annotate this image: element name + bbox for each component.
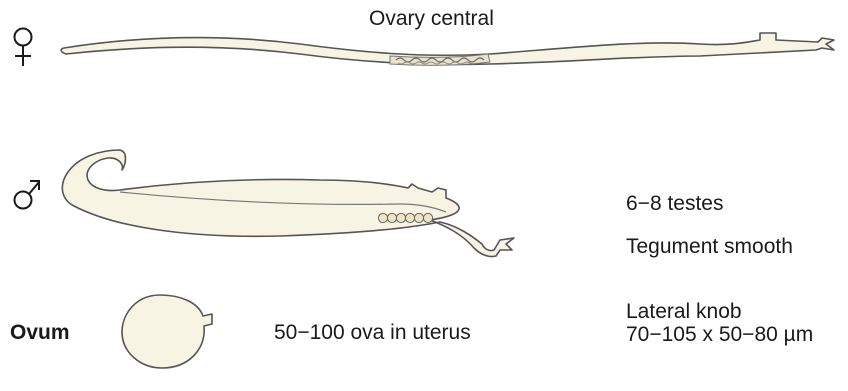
ovum-egg	[122, 295, 212, 368]
female-worm	[61, 33, 834, 65]
tegument-label: Tegument smooth	[626, 236, 793, 257]
ovary-label: Ovary central	[369, 8, 494, 29]
testes-label: 6−8 testes	[626, 193, 723, 214]
male-worm	[62, 150, 514, 257]
ova-count-label: 50−100 ova in uterus	[274, 322, 471, 343]
ovum-label: Ovum	[10, 322, 70, 343]
lateral-knob-label: Lateral knob	[626, 301, 742, 322]
ovum-size-label: 70−105 x 50−80 µm	[626, 324, 813, 345]
